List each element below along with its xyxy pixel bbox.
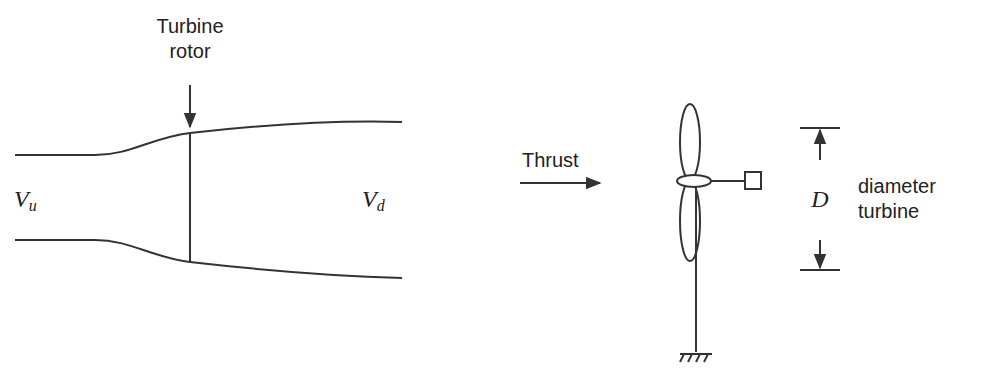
rotor-plane	[189, 133, 191, 262]
force-label: Thrust	[522, 148, 579, 173]
velocity-label: Vd	[362, 184, 385, 216]
part-label: Turbine rotor	[135, 14, 245, 64]
streamtube-bottom	[15, 240, 402, 278]
dimension-label: D	[807, 184, 832, 214]
rotor-pointer	[189, 85, 191, 127]
thrust-arrow	[520, 182, 600, 184]
velocity-label: Vu	[14, 184, 37, 216]
streamtube-top	[15, 122, 402, 155]
diameter-dimension	[800, 128, 840, 270]
dimension-note: diameter turbine	[858, 174, 958, 224]
wind-turbine	[677, 104, 761, 362]
